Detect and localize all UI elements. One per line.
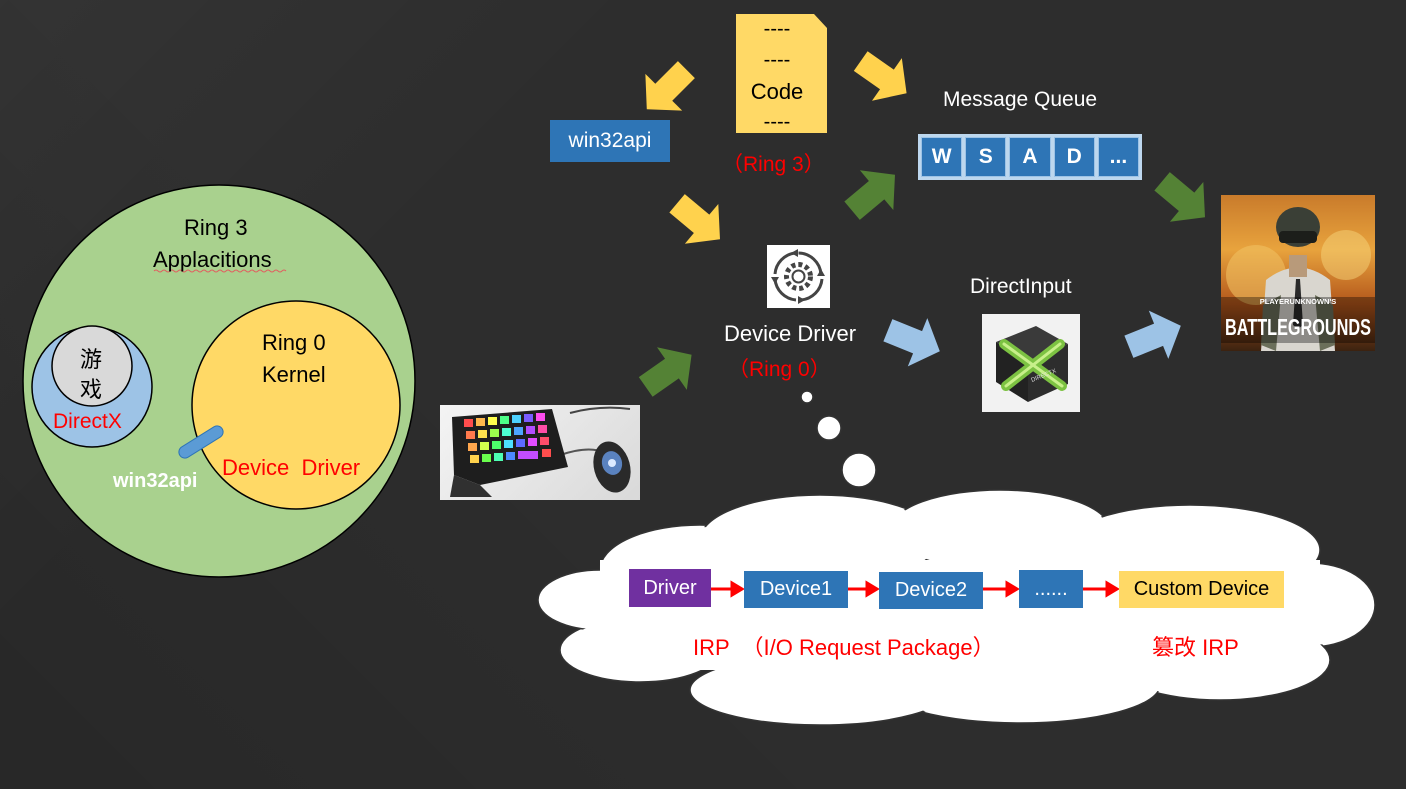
win32api-bridge [178, 425, 224, 459]
irp-node-device2: Device2 [879, 572, 983, 609]
game-circle [51, 325, 133, 407]
device-driver-icon [767, 245, 830, 308]
ring0-label: Ring 0 [262, 330, 326, 355]
irp-node-custom-device: Custom Device [1119, 571, 1284, 608]
code-document-icon [736, 14, 827, 133]
win32api-box: win32api [550, 120, 670, 162]
directx-label: DirectX [53, 410, 122, 433]
pubg-title-line2: BATTLEGROUNDS [1225, 314, 1371, 340]
irp-node-driver: Driver [629, 569, 711, 607]
queue-key: W [921, 137, 963, 177]
ring-diagram [22, 184, 416, 578]
keyboard-mouse-photo [440, 405, 640, 500]
bubble-medium [816, 415, 842, 441]
message-queue: W S A D ... [918, 134, 1142, 180]
directinput-title: DirectInput [970, 275, 1072, 298]
ring0-circle [191, 300, 401, 510]
bubble-small [800, 390, 814, 404]
directx-logo: DIRECTX [982, 314, 1080, 412]
ring3-applications-label: Applacitions [153, 247, 272, 272]
pubg-title-line1: PLAYERUNKNOWN'S [1260, 297, 1337, 306]
code-line: ---- [763, 49, 791, 71]
irp-caption: IRP （I/O Request Package） [693, 635, 995, 660]
game-label-line1: 游 [80, 348, 103, 373]
bubble-large [841, 452, 877, 488]
queue-key: S [965, 137, 1007, 177]
irp-tamper-caption: 篡改 IRP [1152, 635, 1239, 660]
queue-key: ... [1097, 137, 1140, 177]
device-driver-title: Device Driver [724, 321, 857, 346]
ring3-label: Ring 3 [184, 215, 248, 240]
irp-node-ellipsis: ...... [1019, 570, 1083, 608]
queue-key: D [1053, 137, 1095, 177]
code-line: Code [750, 79, 804, 104]
code-line: ---- [763, 18, 791, 40]
queue-key: A [1009, 137, 1051, 177]
message-queue-title: Message Queue [943, 88, 1098, 111]
code-line: ---- [763, 111, 791, 133]
irp-node-device1: Device1 [744, 571, 848, 608]
code-document: ---- ---- Code ---- [736, 14, 818, 138]
device-driver-label: Device Driver [222, 455, 361, 480]
win32api-label: win32api [113, 470, 198, 492]
kernel-label: Kernel [262, 362, 326, 387]
device-driver-ring-label: （Ring 0） [728, 358, 831, 381]
spellcheck-underline [153, 269, 287, 273]
game-label-line2: 戏 [80, 378, 103, 403]
code-ring-label: （Ring 3） [722, 153, 825, 176]
pubg-cover: PLAYERUNKNOWN'S BATTLEGROUNDS [1221, 195, 1375, 351]
